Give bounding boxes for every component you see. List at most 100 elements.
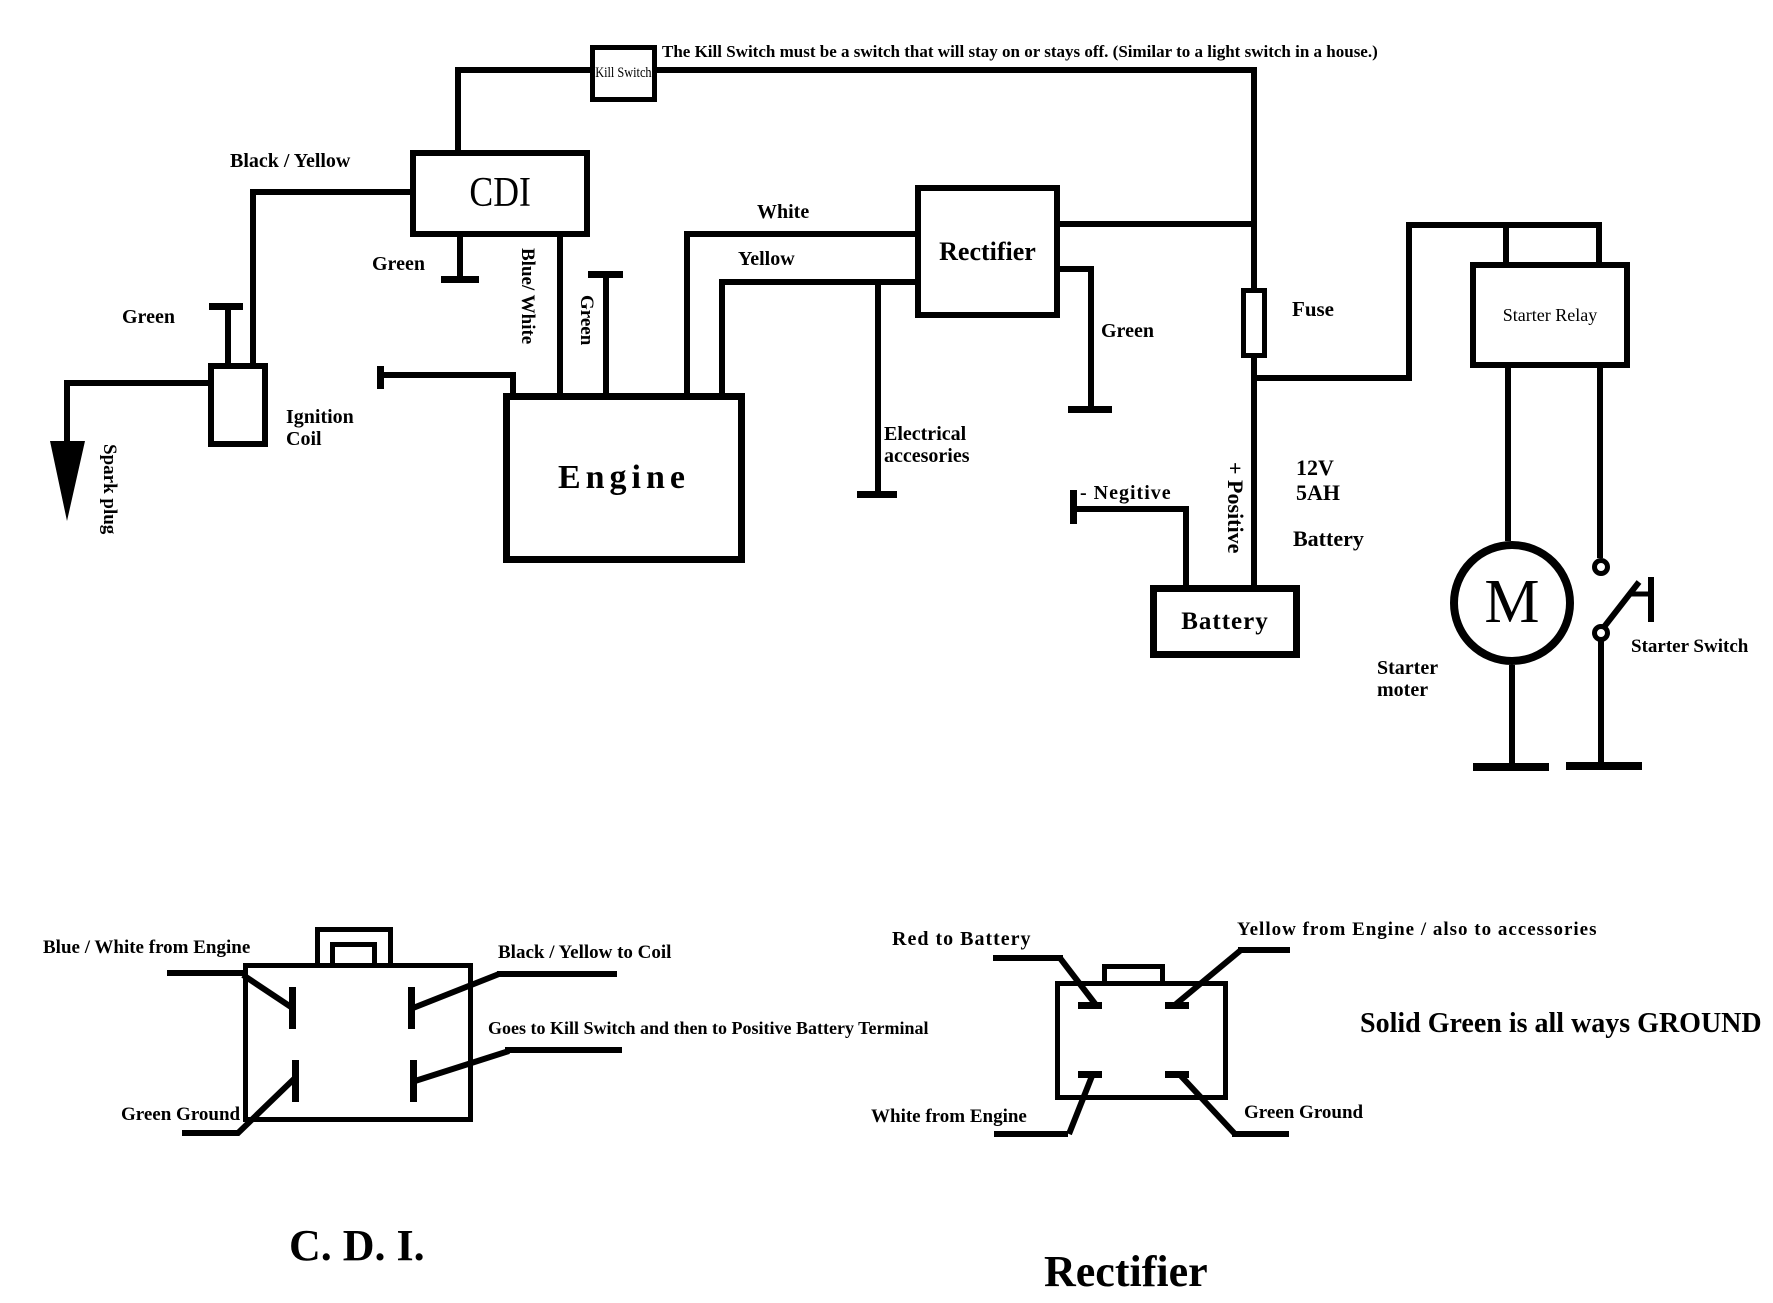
wire-battery-negative-h <box>1070 506 1189 512</box>
label-ignition-coil: Ignition Coil <box>286 406 354 451</box>
wire-cc-blue-white <box>167 970 245 976</box>
wire-coil-to-plug-h <box>64 380 208 386</box>
switch-ground-bar <box>1566 762 1642 770</box>
rc-diagonal-green <box>1178 1073 1238 1137</box>
wire-cc-black-yellow <box>497 971 617 977</box>
cdi-label: CDI <box>469 169 531 216</box>
rect-pin-bottom-right <box>1165 1071 1189 1078</box>
engine-green-terminal-bar <box>588 271 623 278</box>
starter-motor-circle: M <box>1450 541 1574 665</box>
wire-switch-ground-v <box>1598 641 1604 765</box>
label-electrical-line2: accesories <box>884 445 970 468</box>
label-battery-spec: 12V 5AH <box>1296 455 1340 505</box>
accessories-ground-bar <box>857 491 897 498</box>
cc-diagonal-kill <box>414 1048 510 1084</box>
starter-switch-contact-upper <box>1592 558 1610 576</box>
label-green-engine: Green <box>576 295 597 346</box>
label-starter-moter: Starter moter <box>1377 657 1438 702</box>
wire-rectifier-green-v <box>1088 266 1094 410</box>
wire-cc-kill <box>505 1047 622 1053</box>
label-green-rectifier: Green <box>1101 320 1154 342</box>
wire-engine-left-h <box>380 372 516 378</box>
label-starter-line2: moter <box>1377 679 1429 702</box>
label-12v: 12V <box>1296 455 1334 480</box>
cc-label-kill: Goes to Kill Switch and then to Positive… <box>488 1018 929 1038</box>
wire-rectifier-output-h <box>1060 221 1255 227</box>
wire-relay-branch-v <box>1406 225 1412 381</box>
wire-relay-drop-1 <box>1503 224 1509 264</box>
wire-cdi-green-v <box>457 237 463 279</box>
cdi-pin-top-right <box>408 987 415 1029</box>
wire-rc-yellow <box>1238 947 1290 953</box>
starter-motor-m: M <box>1484 568 1540 637</box>
label-spark-plug: Spark plug <box>99 444 120 535</box>
wire-white-h <box>684 231 915 237</box>
cc-diagonal-blue-white <box>241 972 293 1010</box>
coil-green-terminal-bar <box>209 303 243 310</box>
cc-label-green-ground: Green Ground <box>121 1104 241 1125</box>
cdi-pin-top-left <box>289 987 296 1029</box>
rectifier-connector-title: Rectifier <box>1044 1247 1208 1296</box>
label-electrical-line1: Electrical <box>884 423 967 445</box>
cdi-connector-title: C. D. I. <box>289 1221 425 1270</box>
wire-white-riser <box>684 231 690 393</box>
label-green-coil: Green <box>122 306 175 328</box>
label-negative: - Negitive <box>1080 482 1172 504</box>
wire-rc-red <box>993 955 1063 961</box>
wire-engine-left-v <box>510 372 516 393</box>
label-ignition-line1: Ignition <box>286 406 354 428</box>
wire-accessories-v <box>875 282 881 494</box>
rc-label-yellow: Yellow from Engine / also to accessories <box>1237 919 1598 940</box>
label-green-cdi: Green <box>372 253 425 275</box>
rectifier-label: Rectifier <box>939 236 1036 266</box>
cdi-pin-bottom-right <box>410 1060 417 1102</box>
wire-relay-to-switch <box>1597 368 1603 558</box>
rectifier-box: Rectifier <box>915 185 1060 318</box>
label-starter-switch: Starter Switch <box>1631 636 1749 657</box>
wire-rectifier-green-h <box>1060 266 1094 272</box>
wire-black-yellow-h <box>253 189 410 195</box>
label-black-yellow: Black / Yellow <box>230 150 351 172</box>
label-fuse: Fuse <box>1292 297 1334 321</box>
wire-coil-green-v <box>225 307 231 365</box>
wire-blue-white-v <box>557 237 563 393</box>
battery-box: Battery <box>1150 585 1300 658</box>
wire-relay-drop-2 <box>1596 224 1602 264</box>
battery-label: Battery <box>1181 607 1269 635</box>
starter-relay-box: Starter Relay <box>1470 262 1630 368</box>
rc-label-green-ground: Green Ground <box>1244 1102 1364 1123</box>
wire-relay-to-motor <box>1505 368 1511 541</box>
fuse-symbol <box>1241 288 1267 358</box>
cdi-connector-tab-inner <box>330 942 377 968</box>
wire-yellow-h <box>719 279 915 285</box>
cdi-connector-body <box>243 963 473 1122</box>
wire-cdi-to-killswitch-h <box>455 67 595 73</box>
label-white: White <box>757 201 810 223</box>
rect-pin-top-right <box>1165 1002 1189 1009</box>
label-blue-white: Blue/ White <box>517 248 538 345</box>
starter-switch-lever <box>1601 580 1642 629</box>
wire-rc-green <box>1232 1131 1289 1137</box>
rc-label-white: White from Engine <box>871 1106 1027 1127</box>
label-positive: + Positive <box>1223 462 1248 554</box>
wire-relay-branch-h1 <box>1251 375 1412 381</box>
label-5ah: 5AH <box>1296 479 1340 505</box>
wire-battery-negative-v <box>1183 506 1189 586</box>
rc-label-red: Red to Battery <box>892 928 1032 950</box>
wire-coil-to-plug-v <box>64 380 70 444</box>
cc-label-black-yellow: Black / Yellow to Coil <box>498 942 672 963</box>
starter-relay-label: Starter Relay <box>1502 304 1598 325</box>
rectifier-connector-tab <box>1102 964 1165 986</box>
engine-label: Engine <box>557 458 691 496</box>
engine-box: Engine <box>503 393 745 563</box>
wire-engine-green-v <box>603 277 609 393</box>
label-yellow: Yellow <box>738 248 795 270</box>
rc-diagonal-yellow <box>1174 947 1243 1007</box>
wire-yellow-riser <box>719 279 725 393</box>
spark-plug-arrow-icon <box>50 441 85 521</box>
wire-rc-white <box>994 1131 1068 1137</box>
wire-cc-green-ground <box>182 1130 239 1136</box>
rc-diagonal-white <box>1066 1074 1095 1136</box>
ignition-coil-box <box>208 363 268 447</box>
